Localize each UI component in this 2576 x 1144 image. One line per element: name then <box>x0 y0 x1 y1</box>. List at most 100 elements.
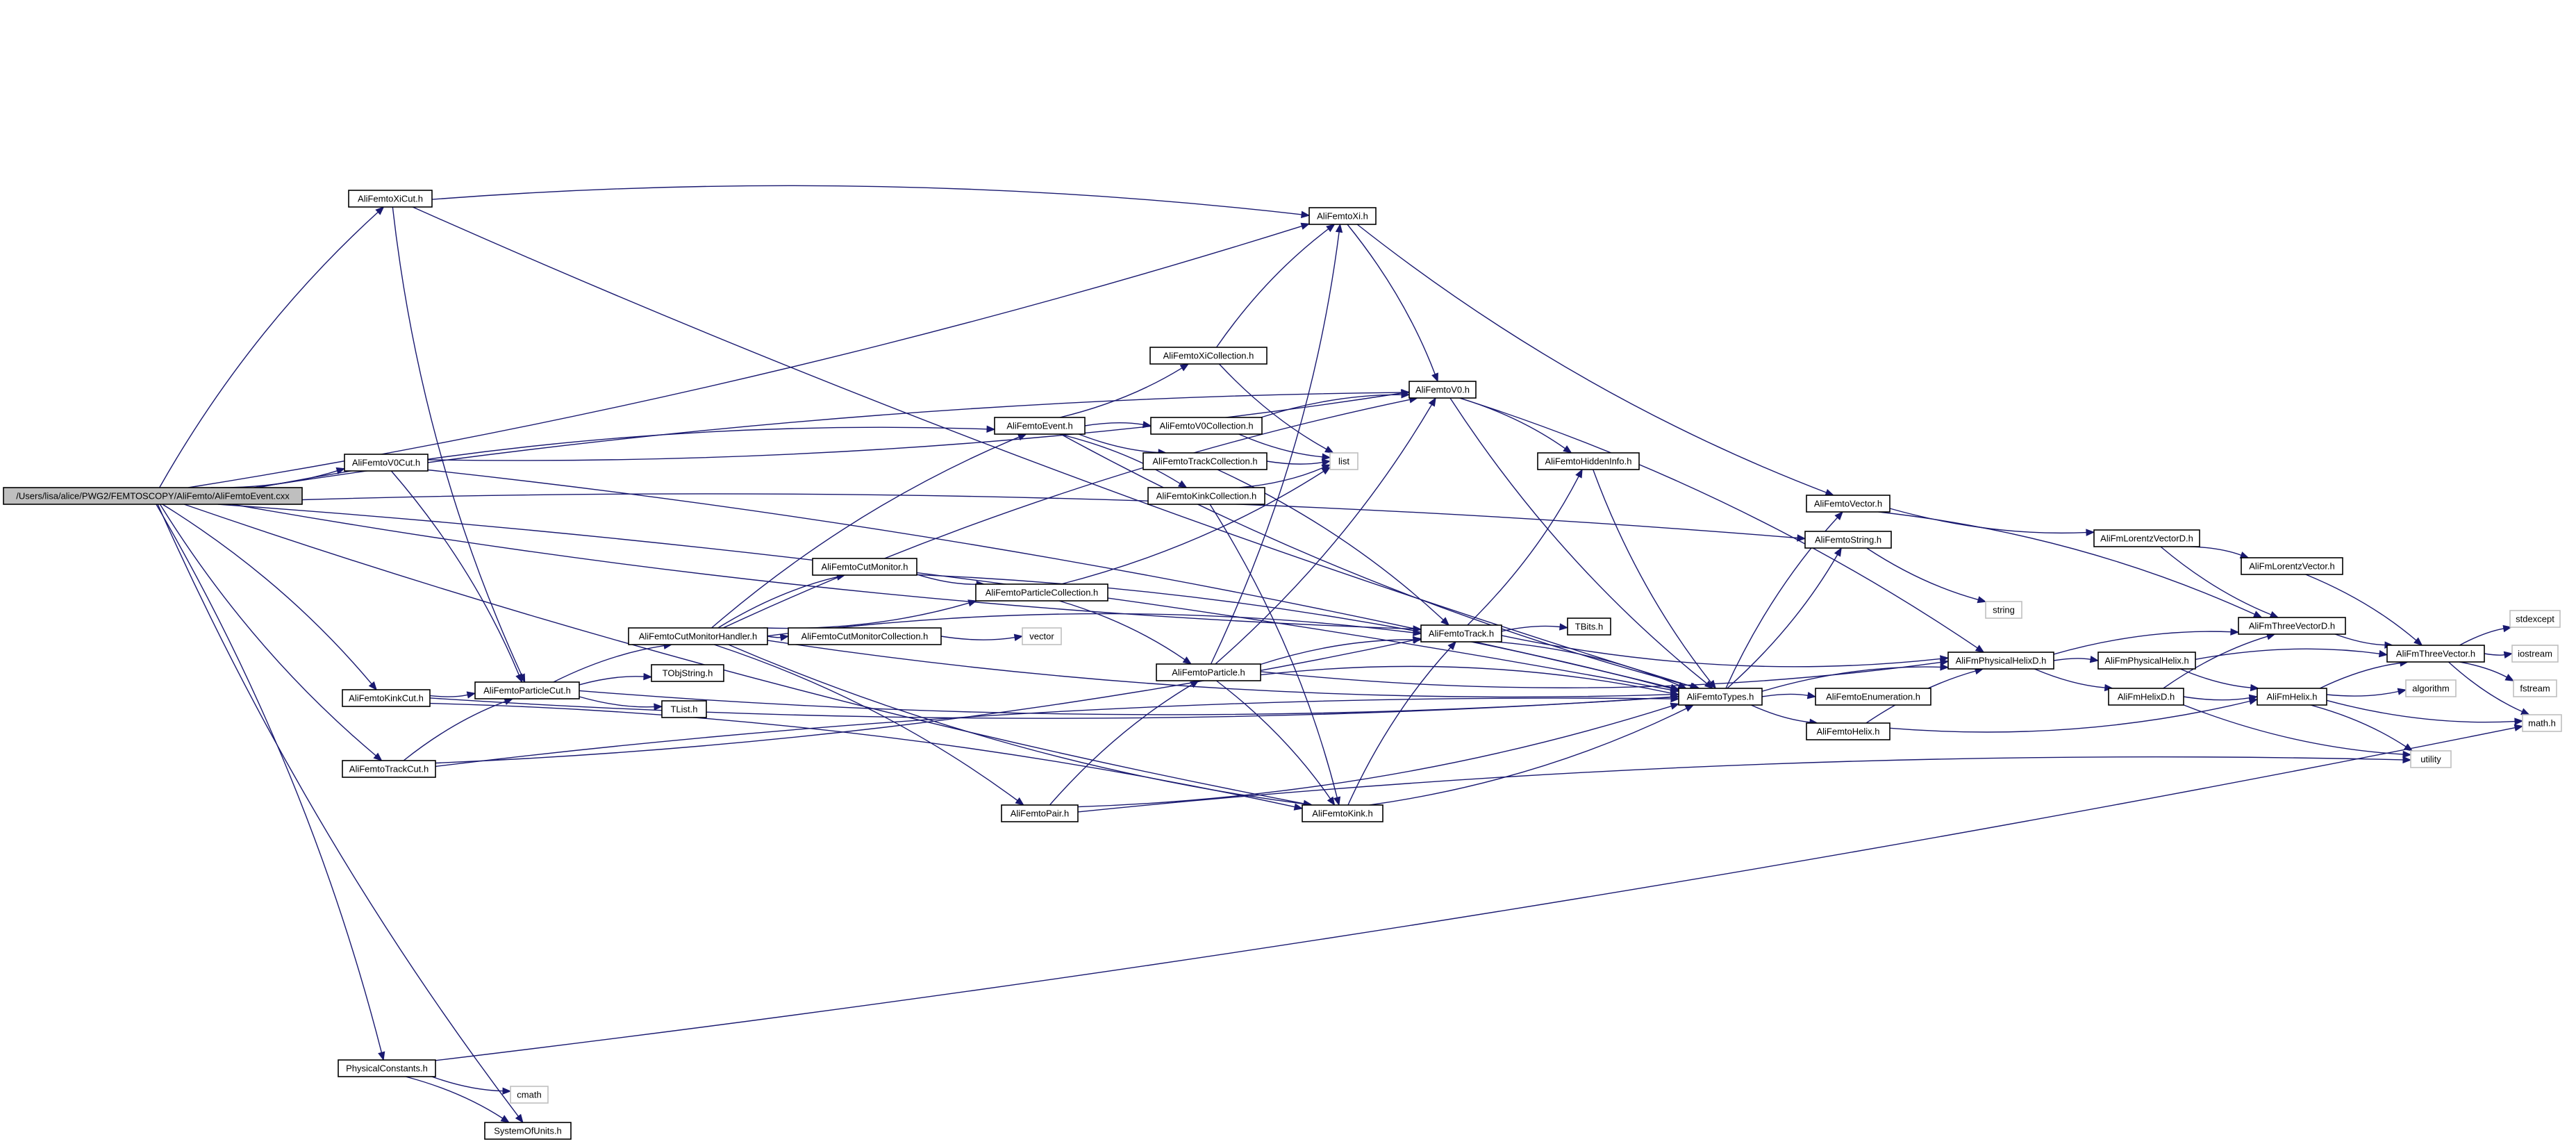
arrowhead <box>1300 222 1311 230</box>
edge-track-to-physhelixd <box>1501 635 1941 668</box>
node-particle[interactable]: AliFemtoParticle.h <box>1156 663 1261 681</box>
node-xicoll[interactable]: AliFemtoXiCollection.h <box>1149 347 1268 365</box>
node-trackcoll[interactable]: AliFemtoTrackCollection.h <box>1142 452 1268 470</box>
node-physhelixd[interactable]: AliFmPhysicalHelixD.h <box>1947 652 2054 670</box>
node-femtohelix[interactable]: AliFemtoHelix.h <box>1806 722 1891 740</box>
node-types[interactable]: AliFemtoTypes.h <box>1678 688 1763 706</box>
node-string[interactable]: string <box>1985 601 2022 619</box>
node-box <box>1022 627 1062 645</box>
arrowhead <box>2413 637 2423 646</box>
node-cutmonitor[interactable]: AliFemtoCutMonitor.h <box>812 558 917 576</box>
edge-threevec-to-fstream <box>2459 661 2507 678</box>
node-helixd[interactable]: AliFmHelixD.h <box>2108 688 2184 706</box>
node-xi[interactable]: AliFemtoXi.h <box>1308 207 1377 225</box>
arrowhead <box>967 599 977 607</box>
node-box <box>1156 663 1261 681</box>
node-physhelix[interactable]: AliFmPhysicalHelix.h <box>2097 652 2196 670</box>
node-algorithm[interactable]: algorithm <box>2405 679 2457 697</box>
node-sysunits[interactable]: SystemOfUnits.h <box>484 1122 572 1140</box>
node-tlist[interactable]: TList.h <box>661 700 707 718</box>
node-threevecd[interactable]: AliFmThreeVectorD.h <box>2238 617 2346 635</box>
node-partcoll[interactable]: AliFemtoParticleCollection.h <box>975 583 1108 602</box>
node-label: AliFemtoCutMonitor.h <box>822 562 908 572</box>
edge-trackcut-to-types <box>435 697 1672 768</box>
node-femtostring[interactable]: AliFemtoString.h <box>1804 531 1892 549</box>
edge-xicut-to-xi <box>431 185 1302 215</box>
node-kink[interactable]: AliFemtoKink.h <box>1302 804 1383 822</box>
node-v0coll[interactable]: AliFemtoV0Collection.h <box>1150 417 1263 435</box>
node-physconst[interactable]: PhysicalConstants.h <box>338 1059 436 1077</box>
node-hidden[interactable]: AliFemtoHiddenInfo.h <box>1537 452 1640 470</box>
node-root[interactable]: /Users/lisa/alice/PWG2/FEMTOSCOPY/AliFem… <box>3 487 303 505</box>
node-label: AliFemtoCutMonitorHandler.h <box>639 631 758 642</box>
node-event[interactable]: AliFemtoEvent.h <box>994 417 1086 435</box>
node-v0cut[interactable]: AliFemtoV0Cut.h <box>344 454 429 472</box>
node-label: AliFmPhysicalHelix.h <box>2104 656 2188 666</box>
edge-root-to-xi <box>188 225 1302 488</box>
arrowhead <box>1324 445 1334 454</box>
edge-xi-to-v0 <box>1347 224 1436 374</box>
arrowhead <box>1670 702 1680 710</box>
node-track[interactable]: AliFemtoTrack.h <box>1420 624 1502 643</box>
node-box <box>2093 529 2200 547</box>
node-kinkcoll[interactable]: AliFemtoKinkCollection.h <box>1147 487 1265 505</box>
arrowhead <box>1428 397 1436 407</box>
node-utility[interactable]: utility <box>2410 750 2452 768</box>
node-label: vector <box>1029 631 1054 642</box>
node-box <box>2257 688 2327 706</box>
node-xicut[interactable]: AliFemtoXiCut.h <box>348 190 433 208</box>
node-mathh[interactable]: math.h <box>2522 714 2562 732</box>
node-box <box>1678 688 1763 706</box>
edge-kinkcoll-to-kink <box>1209 504 1338 798</box>
node-stdexcept[interactable]: stdexcept <box>2509 610 2561 628</box>
node-lorentz[interactable]: AliFmLorentzVector.h <box>2241 557 2343 575</box>
node-trackcut[interactable]: AliFemtoTrackCut.h <box>342 760 436 778</box>
node-iostream[interactable]: iostream <box>2511 645 2559 663</box>
node-label: list <box>1338 456 1349 467</box>
node-tbits[interactable]: TBits.h <box>1567 617 1611 636</box>
edge-helixd-to-threevecd <box>2163 636 2268 689</box>
node-box <box>2097 652 2196 670</box>
node-label: AliFemtoKink.h <box>1312 809 1372 819</box>
node-lorentzd[interactable]: AliFmLorentzVectorD.h <box>2093 529 2200 547</box>
node-label: stdexcept <box>2516 614 2554 624</box>
arrowhead <box>654 703 663 711</box>
node-partcut[interactable]: AliFemtoParticleCut.h <box>474 681 580 699</box>
node-pair[interactable]: AliFemtoPair.h <box>1001 804 1079 822</box>
node-tobjstring[interactable]: TObjString.h <box>651 664 724 682</box>
node-kinkcut[interactable]: AliFemtoKinkCut.h <box>342 689 431 707</box>
node-box <box>3 487 303 505</box>
edge-root-to-track <box>232 504 1414 630</box>
arrowhead <box>1179 363 1190 372</box>
node-v0[interactable]: AliFemtoV0.h <box>1409 381 1477 399</box>
node-cmath[interactable]: cmath <box>510 1086 549 1104</box>
arrowhead <box>1440 617 1450 626</box>
arrowhead <box>1977 596 1987 604</box>
node-vector[interactable]: vector <box>1022 627 1062 645</box>
node-cutmoncoll[interactable]: AliFemtoCutMonitorCollection.h <box>788 627 942 645</box>
node-label: AliFemtoEvent.h <box>1006 421 1072 431</box>
node-enumeration[interactable]: AliFemtoEnumeration.h <box>1815 688 1931 706</box>
arrowhead <box>2503 651 2513 659</box>
edge-cutmonhandler-to-event <box>711 436 1020 629</box>
node-cutmonhandler[interactable]: AliFemtoCutMonitorHandler.h <box>628 627 768 645</box>
node-helix[interactable]: AliFmHelix.h <box>2257 688 2327 706</box>
edge-v0-to-hidden <box>1459 397 1565 449</box>
node-femtovector[interactable]: AliFemtoVector.h <box>1806 495 1891 513</box>
arrowhead <box>1834 547 1842 557</box>
node-label: AliFemtoVector.h <box>1814 499 1882 509</box>
node-threevec[interactable]: AliFmThreeVector.h <box>2386 645 2485 663</box>
arrowhead <box>1413 636 1422 644</box>
node-fstream[interactable]: fstream <box>2513 679 2557 697</box>
edge-v0-to-types <box>1449 397 1708 684</box>
node-box <box>1409 381 1477 399</box>
node-box <box>812 558 917 576</box>
edge-particle-to-track <box>1260 639 1414 665</box>
node-list[interactable]: list <box>1329 452 1358 470</box>
arrowhead <box>1401 391 1411 399</box>
edge-helix-to-mathh <box>2326 699 2516 723</box>
node-label: AliFemtoPair.h <box>1011 809 1070 819</box>
edge-cutmonhandler-to-v0 <box>722 399 1411 629</box>
node-box <box>2509 610 2561 628</box>
